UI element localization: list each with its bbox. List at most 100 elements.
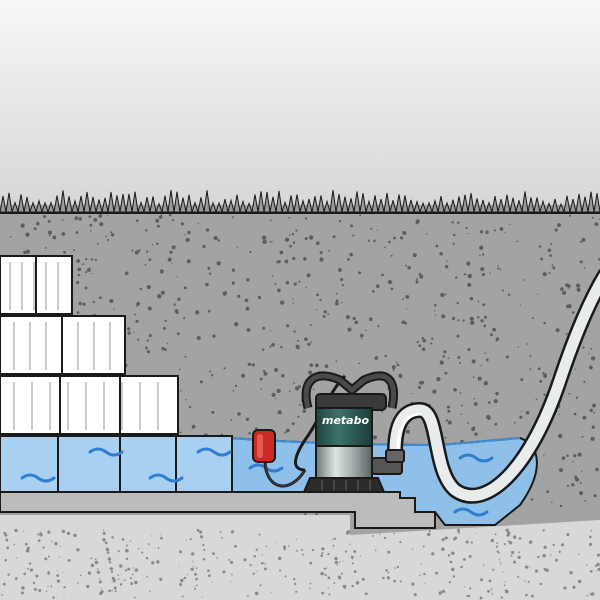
ground-speckle [186,574,189,576]
soil-speckle [274,398,277,400]
soil-speckle [480,319,484,323]
ground-speckle [117,550,120,553]
ground-speckle [264,562,267,565]
ground-speckle [338,576,342,580]
ground-speckle [443,591,446,593]
soil-speckle [251,363,255,367]
ground-speckle [76,582,79,584]
soil-speckle [279,250,284,255]
ground-speckle [129,540,132,542]
soil-speckle [44,247,47,249]
soil-speckle [582,346,585,349]
ground-speckle [125,544,128,547]
soil-speckle [248,431,251,435]
ground-speckle [396,565,399,568]
soil-speckle [571,483,575,487]
ground-speckle [309,561,313,565]
ground-speckle [451,551,455,555]
soil-speckle [576,287,581,292]
soil-speckle [175,311,179,314]
soil-speckle [292,302,294,304]
soil-speckle [231,216,234,219]
soil-speckle [384,354,387,358]
stacked-boxes [0,255,233,493]
soil-speckle [347,327,352,332]
ground-speckle [207,569,210,573]
ground-speckle [413,593,417,597]
soil-speckle [302,409,307,413]
ground-speckle [517,555,521,560]
ground-speckle [446,537,449,540]
soil-speckle [341,284,344,287]
ground-speckle [133,596,136,599]
ground-speckle [327,576,331,580]
ground-speckle [55,542,58,546]
soil-speckle [405,264,408,267]
soil-speckle [532,317,534,320]
soil-speckle [487,416,491,421]
soil-speckle [444,371,448,375]
soil-speckle [497,264,499,267]
ground-speckle [482,564,485,566]
soil-speckle [144,264,147,266]
ground-speckle [503,543,506,546]
ground-speckle [79,574,82,577]
ground-speckle [504,581,506,583]
soil-speckle [467,282,472,287]
ground-speckle [351,584,354,588]
soil-speckle [479,245,484,250]
soil-speckle [257,295,262,300]
lower-ground [0,515,600,600]
ground-speckle [221,537,223,539]
ground-speckle [386,576,391,580]
soil-speckle [381,410,384,413]
soil-speckle [387,279,393,285]
soil-speckle [558,414,560,416]
ground-speckle [20,591,24,595]
soil-speckle [519,304,522,307]
soil-speckle [43,214,47,219]
soil-speckle [431,337,434,341]
ground-speckle [469,587,472,590]
soil-speckle [466,261,471,266]
soil-speckle [393,236,396,240]
ground-speckle [117,574,119,576]
ground-speckle [6,546,10,550]
soil-speckle [514,421,516,424]
ground-speckle [94,558,97,561]
ground-speckle [294,582,297,586]
soil-speckle [146,339,149,342]
soil-speckle [552,266,556,270]
soil-speckle [216,261,221,266]
ground-speckle [276,543,278,545]
ground-speckle [185,539,187,541]
soil-speckle [402,298,404,301]
soil-speckle [269,241,271,243]
ground-speckle [111,576,115,580]
soil-speckle [416,278,419,280]
ground-speckle [507,540,510,543]
ground-speckle [353,570,357,573]
soil-speckle [432,389,437,394]
soil-speckle [447,420,452,425]
soil-speckle [107,238,110,242]
soil-speckle [188,406,192,409]
ground-speckle [52,596,55,599]
soil-speckle [47,230,52,235]
soil-speckle [471,359,476,364]
ground-speckle [586,594,589,597]
soil-speckle [205,282,209,287]
soil-speckle [110,231,113,234]
soil-speckle [523,279,526,281]
ground-speckle [512,560,517,564]
ground-speckle [399,541,402,544]
ground-speckle [179,550,183,554]
soil-speckle [567,286,570,289]
soil-speckle [579,260,583,264]
ground-speckle [134,580,138,585]
soil-speckle [158,215,163,219]
ground-speckle [288,545,290,547]
soil-speckle [89,223,93,227]
soil-speckle [495,391,499,396]
ground-speckle [342,584,347,589]
